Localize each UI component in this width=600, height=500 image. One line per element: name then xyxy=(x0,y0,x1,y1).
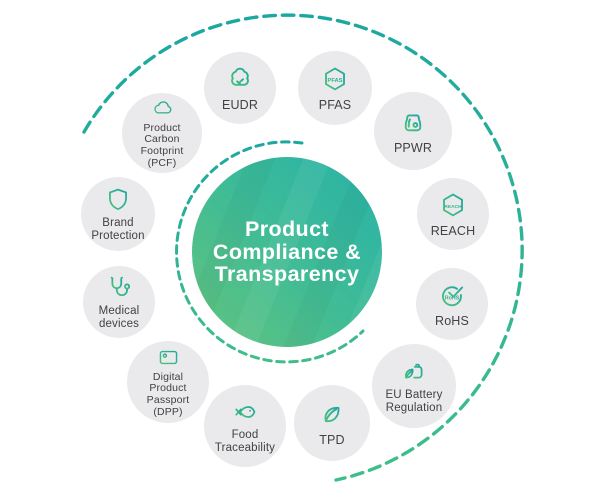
fish-icon xyxy=(231,398,259,426)
node-label-reach: REACH xyxy=(431,224,476,238)
label-line: EUDR xyxy=(221,97,259,112)
label-line: Regulation xyxy=(385,401,443,414)
rohs-check-icon: RoHS xyxy=(437,281,467,311)
diagram-title: Product Compliance & Transparency xyxy=(213,218,361,286)
leaf-icon xyxy=(317,400,347,430)
node-label-tpd: TPD xyxy=(319,433,344,447)
node-label-pfas: PFAS xyxy=(319,98,352,112)
label-line: PFAS xyxy=(318,97,352,112)
label-line: devices xyxy=(98,317,140,330)
node-ppwr: PPWR xyxy=(374,92,452,170)
label-line: Carbon xyxy=(144,133,180,146)
node-tpd: TPD xyxy=(294,385,370,461)
label-line: Passport xyxy=(146,394,190,406)
title-line-3: Transparency xyxy=(214,262,360,287)
label-line: Protection xyxy=(91,229,145,242)
hexagon-badge-icon: PFAS xyxy=(320,65,350,95)
label-line: (DPP) xyxy=(153,405,183,418)
node-pfas: PFAS PFAS xyxy=(298,51,372,125)
svg-text:REACH: REACH xyxy=(444,204,462,210)
label-line: REACH xyxy=(430,223,476,238)
label-line: Digital xyxy=(152,370,184,383)
stethoscope-icon xyxy=(105,274,133,302)
node-label-rohs: RoHS xyxy=(435,314,469,328)
cloud-icon xyxy=(151,97,174,120)
battery-leaf-icon xyxy=(400,358,428,386)
center-circle: Product Compliance & Transparency xyxy=(192,157,382,347)
node-reach: REACH REACH xyxy=(417,178,489,250)
label-line: Traceability xyxy=(214,441,276,454)
outer-dashed-arc xyxy=(82,13,524,482)
hexagon-badge-icon: REACH xyxy=(438,191,468,221)
label-line: Product xyxy=(143,121,181,134)
tree-icon xyxy=(225,65,255,95)
label-line: TPD xyxy=(319,432,345,447)
inner-dashed-arc xyxy=(175,140,365,364)
node-eudr: EUDR xyxy=(204,52,276,124)
label-line: Food xyxy=(231,428,259,441)
shield-icon xyxy=(104,186,132,214)
label-line: Footprint xyxy=(140,145,184,157)
label-line: RoHS xyxy=(435,313,469,328)
label-line: Medical xyxy=(98,304,140,317)
node-rohs: RoHS RoHS xyxy=(416,268,488,340)
title-line-1: Product xyxy=(244,217,329,242)
node-label-ppwr: PPWR xyxy=(394,141,432,155)
label-line: Brand xyxy=(102,216,134,229)
svg-text:PFAS: PFAS xyxy=(327,78,342,84)
label-line: (PCF) xyxy=(147,156,177,169)
node-label-eudr: EUDR xyxy=(222,98,258,112)
label-line: PPWR xyxy=(393,140,433,155)
title-line-2: Compliance & xyxy=(212,239,362,264)
label-line: EU Battery xyxy=(385,388,443,401)
id-card-icon xyxy=(157,346,180,369)
label-line: Product xyxy=(149,382,187,395)
package-icon xyxy=(398,108,428,138)
svg-text:RoHS: RoHS xyxy=(445,295,460,301)
